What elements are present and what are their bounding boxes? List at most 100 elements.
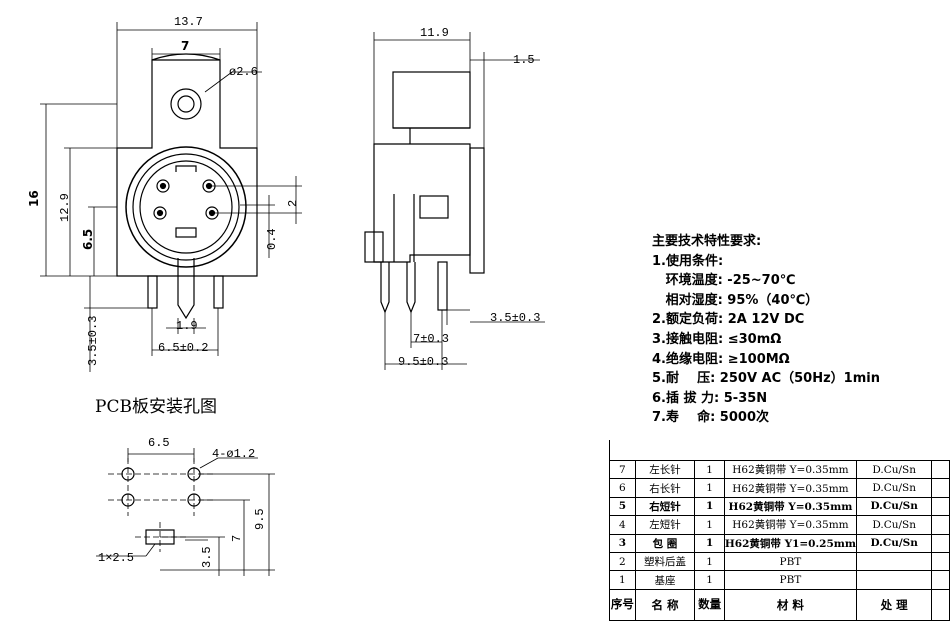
bom-row: 3 包 圈 1 H62黄铜带 Y1=0.25mm D.Cu/Sn bbox=[609, 533, 950, 553]
bom-qty: 1 bbox=[694, 533, 725, 553]
bom-treatment: D.Cu/Sn bbox=[855, 459, 933, 480]
connector-ring-outer bbox=[125, 146, 247, 268]
bom-row: 1 基座 1 PBT bbox=[609, 570, 950, 590]
bom-material: H62黄铜带 Y=0.35mm bbox=[723, 459, 857, 480]
bom-row: 5 右短针 1 H62黄铜带 Y=0.35mm D.Cu/Sn bbox=[609, 496, 950, 517]
front-leg-left bbox=[147, 275, 158, 309]
dim-pcb-height-low: 3.5 bbox=[200, 546, 214, 568]
dim-height-low: 6.5 bbox=[81, 229, 95, 250]
bom-no: 2 bbox=[609, 551, 636, 572]
bom-header-treatment: 处 理 bbox=[855, 588, 933, 621]
connector-socket bbox=[139, 160, 233, 254]
bom-header-no: 序号 bbox=[609, 588, 636, 621]
dim-pcb-slot: 1×2.5 bbox=[98, 551, 134, 565]
bom-row: 6 右长针 1 H62黄铜带 Y=0.35mm D.Cu/Sn bbox=[609, 478, 950, 498]
dim-width-top: 7 bbox=[181, 39, 189, 53]
bom-treatment: D.Cu/Sn bbox=[855, 478, 933, 498]
dim-height-total: 16 bbox=[27, 190, 41, 207]
side-leg bbox=[437, 261, 448, 311]
bom-material: PBT bbox=[723, 570, 857, 590]
front-center-pin bbox=[177, 258, 195, 320]
spec-line: 3.接触电阻: ≤30mΩ bbox=[652, 331, 782, 347]
dim-pcb-hole-pitch: 6.5 bbox=[148, 436, 170, 450]
bom-row: 4 左短针 1 H62黄铜带 Y=0.35mm D.Cu/Sn bbox=[609, 515, 950, 535]
front-top-bump bbox=[151, 53, 221, 61]
bom-no: 1 bbox=[609, 570, 636, 590]
dim-pcb-height-total: 9.5 bbox=[253, 508, 267, 530]
side-pin bbox=[380, 262, 390, 314]
mount-hole bbox=[170, 88, 202, 120]
pin-hole bbox=[156, 179, 170, 193]
pcb-layout-title: PCB板安装孔图 bbox=[95, 397, 217, 417]
bom-name: 右长针 bbox=[634, 478, 696, 498]
dim-pin-span: 6.5±0.2 bbox=[158, 341, 208, 355]
bom-qty: 1 bbox=[694, 478, 725, 498]
dim-pin-pitch-small: 2 bbox=[286, 200, 300, 207]
bom-row: 2 塑料后盖 1 PBT bbox=[609, 551, 950, 572]
bom-material: H62黄铜带 Y=0.35mm bbox=[723, 515, 857, 535]
bom-qty: 1 bbox=[694, 496, 725, 517]
bom-treatment bbox=[855, 551, 933, 572]
dim-pcb-hole-spec: 4-ø1.2 bbox=[212, 447, 255, 461]
bom-qty: 1 bbox=[694, 570, 725, 590]
bom-treatment: D.Cu/Sn bbox=[855, 496, 933, 517]
dim-pin-width: 1.9 bbox=[176, 319, 198, 333]
spec-line: 4.绝缘电阻: ≥100MΩ bbox=[652, 351, 790, 367]
bom-material: PBT bbox=[723, 551, 857, 572]
key-top bbox=[175, 165, 197, 172]
dim-side-pin-pitch: 7±0.3 bbox=[413, 332, 449, 346]
pin-hole bbox=[153, 206, 167, 220]
spec-title: 主要技术特性要求: bbox=[652, 234, 762, 249]
dim-hole-diameter: ø2.6 bbox=[229, 65, 258, 79]
key-slot bbox=[175, 227, 197, 238]
bom-treatment bbox=[855, 570, 933, 590]
dim-width-total: 13.7 bbox=[174, 15, 203, 29]
dim-pin-length: 3.5±0.3 bbox=[86, 316, 100, 366]
bom-header-material: 材 料 bbox=[723, 588, 857, 621]
mount-hole-inner bbox=[177, 95, 195, 113]
bom-row: 7 左长针 1 H62黄铜带 Y=0.35mm D.Cu/Sn bbox=[609, 459, 950, 480]
bom-header-name: 名 称 bbox=[634, 588, 696, 621]
front-dimensions bbox=[40, 22, 302, 372]
pcb-dimensions bbox=[96, 448, 275, 576]
bom-name: 塑料后盖 bbox=[634, 551, 696, 572]
bom-header: 序号 名 称 数量 材 料 处 理 bbox=[609, 588, 950, 621]
front-leg-right bbox=[213, 275, 224, 309]
dim-side-pin-offset: 3.5±0.3 bbox=[490, 311, 540, 325]
bom-qty: 1 bbox=[694, 551, 725, 572]
bom-qty: 1 bbox=[694, 459, 725, 480]
bom-material: H62黄铜带 Y1=0.25mm bbox=[723, 533, 857, 553]
side-latch bbox=[419, 195, 449, 219]
bom-qty: 1 bbox=[694, 515, 725, 535]
spec-line: 环境温度: -25~70℃ bbox=[652, 273, 796, 289]
side-foot bbox=[364, 231, 384, 263]
pcb-layout bbox=[121, 467, 201, 545]
spec-line: 2.额定负荷: 2A 12V DC bbox=[652, 312, 805, 328]
bom-no: 4 bbox=[609, 515, 636, 535]
spec-block: 主要技术特性要求: 1.使用条件: 环境温度: -25~70℃ 相对湿度: 95… bbox=[652, 232, 880, 428]
spec-line: 7.寿 命: 5000次 bbox=[652, 410, 769, 426]
dim-side-pin-span: 9.5±0.3 bbox=[398, 355, 448, 369]
spec-line: 6.插 拔 力: 5-35N bbox=[652, 390, 768, 406]
side-top-block bbox=[392, 71, 471, 129]
dim-depth: 11.9 bbox=[420, 26, 449, 40]
dim-flange: 1.5 bbox=[513, 53, 535, 67]
side-view bbox=[364, 71, 485, 314]
connector-ring-inner bbox=[132, 153, 240, 261]
bom-treatment: D.Cu/Sn bbox=[855, 533, 933, 553]
side-dimensions bbox=[373, 32, 545, 370]
dim-height-mid: 12.9 bbox=[58, 193, 72, 222]
bom-table: 7 左长针 1 H62黄铜带 Y=0.35mm D.Cu/Sn 6 右长针 1 … bbox=[609, 440, 950, 621]
front-view bbox=[116, 53, 258, 320]
bom-header-qty: 数量 bbox=[694, 588, 725, 621]
bom-name: 右短针 bbox=[634, 496, 696, 517]
side-pin bbox=[406, 262, 416, 314]
bom-no: 3 bbox=[609, 533, 636, 553]
spec-line: 1.使用条件: bbox=[652, 253, 724, 269]
spec-line: 5.耐 压: 250V AC（50Hz）1min bbox=[652, 371, 880, 387]
bom-name: 左长针 bbox=[634, 459, 696, 480]
side-flange bbox=[469, 147, 485, 274]
bom-name: 左短针 bbox=[634, 515, 696, 535]
dim-pcb-height-mid: 7 bbox=[230, 535, 244, 542]
